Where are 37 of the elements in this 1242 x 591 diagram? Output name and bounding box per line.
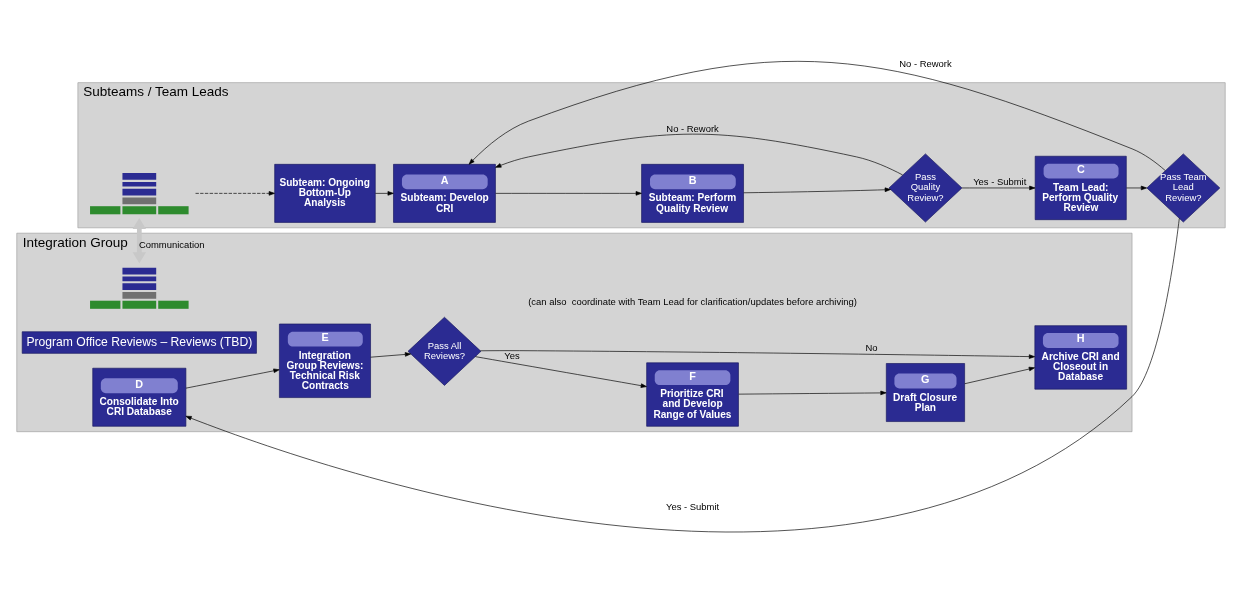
arrow	[961, 185, 1036, 190]
arrow	[475, 355, 647, 388]
node-box: H Archive CRI and Closeout in Database	[1034, 324, 1127, 389]
edge-label: Yes - Submit	[973, 175, 1027, 187]
node-box: F Prioritize CRI and Develop Range of Values	[646, 362, 739, 427]
edge-label: No	[865, 341, 878, 353]
node-box: B Subteam: Perform Quality Review	[641, 163, 744, 223]
node-box: A Subteam: Develop CRI	[393, 163, 496, 223]
edge-label: No - Rework	[899, 57, 952, 69]
arrow	[468, 60, 1166, 171]
label: (can also coordinate with Team Lead for clarification/updates before archiving)	[528, 295, 857, 307]
node-box: Subteam: Ongoing Bottom-Up Analysis	[274, 163, 376, 223]
node-box: Program Office Reviews – Reviews (TBD)	[21, 330, 257, 354]
arrow	[495, 190, 642, 196]
node-box: E Integration Group Reviews: Technical Risk Contracts	[279, 323, 371, 398]
edge-label: Yes - Submit	[665, 500, 720, 512]
arrow	[480, 349, 1035, 359]
arrow	[964, 366, 1035, 384]
node-box: C Team Lead: Perform Quality Review	[1034, 155, 1127, 220]
node-box: G Draft Closure Plan	[885, 362, 965, 422]
arrow	[495, 133, 903, 175]
node-diamond: Pass All Reviews?	[407, 316, 482, 386]
node-diamond: Pass Quality Review?	[888, 153, 963, 222]
node-box: D Consolidate Into CRI Database	[92, 367, 187, 427]
arrow	[1126, 185, 1147, 190]
arrow	[370, 351, 411, 358]
node-diamond: Pass Team Lead Review?	[1146, 153, 1221, 222]
edge-label: No - Rework	[666, 122, 719, 134]
arrow	[375, 190, 394, 196]
edge-label: Communication	[138, 238, 205, 250]
arrow	[743, 187, 891, 193]
arrow	[738, 390, 887, 395]
edge-label: Yes	[504, 349, 520, 361]
arrow	[195, 190, 275, 196]
arrow	[132, 217, 147, 263]
arrow	[185, 217, 1180, 532]
arrow	[185, 368, 280, 388]
